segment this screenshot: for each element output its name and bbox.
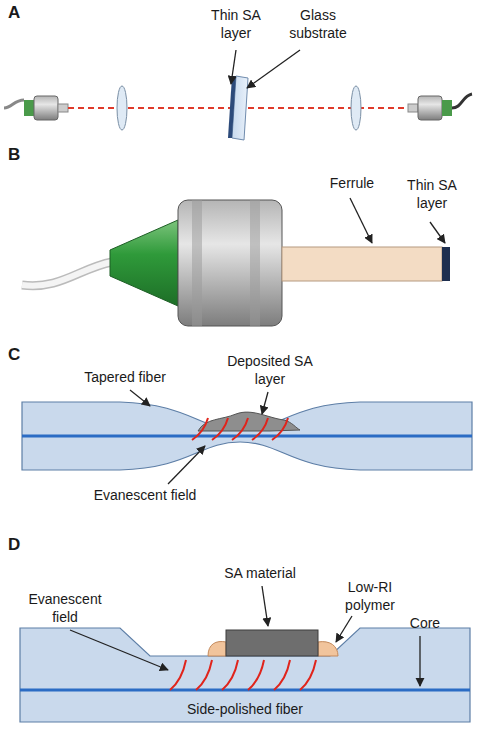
part-label: Deposited SA layer xyxy=(220,352,320,388)
part-label: Low-RI polymer xyxy=(330,578,410,614)
fiber-connector xyxy=(22,198,450,326)
panel-letter: B xyxy=(8,146,38,164)
panel-letter: D xyxy=(8,536,38,554)
part-label: SA material xyxy=(200,564,320,582)
panel-letter: A xyxy=(8,4,38,22)
part-label: Glass substrate xyxy=(278,6,358,42)
part-label: Side-polished fiber xyxy=(160,700,330,718)
part-label: Core xyxy=(400,614,450,632)
part-label: Thin SA layer xyxy=(196,6,276,42)
panel-letter: C xyxy=(8,346,38,364)
part-label: Evanescent field xyxy=(20,590,110,626)
part-label: Thin SA layer xyxy=(392,176,472,212)
free-space-setup xyxy=(4,50,472,140)
part-label: Evanescent field xyxy=(80,486,210,504)
side-polished-fiber xyxy=(20,586,470,722)
part-label: Tapered fiber xyxy=(60,368,190,386)
part-label: Ferrule xyxy=(312,174,392,192)
tapered-fiber xyxy=(22,390,472,484)
